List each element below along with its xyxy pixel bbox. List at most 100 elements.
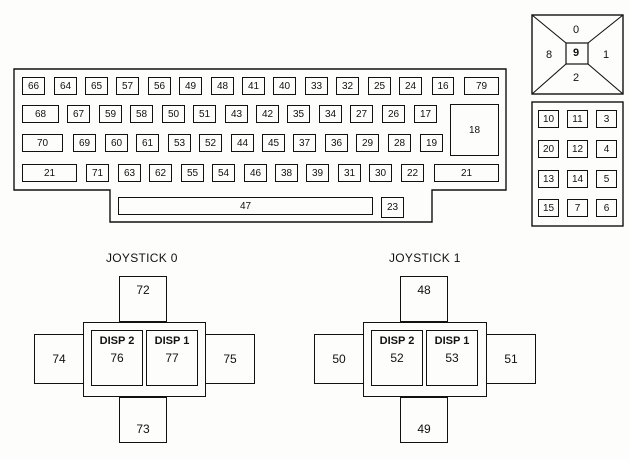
keypad-key-20: 20 xyxy=(538,140,559,158)
joystick-0-disp1-label: DISP 1 xyxy=(154,335,190,347)
joystick-0-disp1-value: 77 xyxy=(165,351,179,365)
key-36: 36 xyxy=(325,134,348,152)
key-64: 64 xyxy=(54,77,77,95)
keypad-key-15: 15 xyxy=(538,199,559,217)
direction-pad-outline xyxy=(531,14,624,95)
direction-pad-right: 1 xyxy=(603,49,610,61)
key-43: 43 xyxy=(225,105,248,123)
direction-pad-center: 9 xyxy=(573,47,580,59)
key-52: 52 xyxy=(199,134,222,152)
key-53: 53 xyxy=(168,134,191,152)
key-62: 62 xyxy=(149,164,172,182)
key-28: 28 xyxy=(388,134,411,152)
keypad-key-10: 10 xyxy=(538,110,559,128)
keypad-key-5: 5 xyxy=(596,170,617,188)
key-22: 22 xyxy=(401,164,424,182)
key-59: 59 xyxy=(99,105,122,123)
joystick-1-down: 49 xyxy=(400,397,448,443)
key-42: 42 xyxy=(256,105,279,123)
key-17: 17 xyxy=(414,105,437,123)
key-39: 39 xyxy=(306,164,329,182)
key-57: 57 xyxy=(116,77,139,95)
key-48: 48 xyxy=(211,77,234,95)
direction-pad-bottom: 2 xyxy=(573,72,580,84)
key-49: 49 xyxy=(179,77,202,95)
key-25: 25 xyxy=(368,77,391,95)
key-19: 19 xyxy=(420,134,443,152)
keypad-key-4: 4 xyxy=(596,140,617,158)
joystick-0-disp2: DISP 2 76 xyxy=(91,330,143,386)
key-56: 56 xyxy=(148,77,171,95)
keypad-key-7: 7 xyxy=(567,199,588,217)
key-51: 51 xyxy=(193,105,216,123)
key-32: 32 xyxy=(336,77,359,95)
key-21-left-shift: 21 xyxy=(22,164,77,182)
key-47-space: 47 xyxy=(118,197,373,215)
joystick-0-disp2-value: 76 xyxy=(110,351,124,365)
key-41: 41 xyxy=(242,77,265,95)
joystick-0-up: 72 xyxy=(119,276,167,322)
key-60: 60 xyxy=(105,134,128,152)
joystick-1-disp1-label: DISP 1 xyxy=(434,335,470,347)
key-79: 79 xyxy=(464,77,499,95)
key-61: 61 xyxy=(136,134,159,152)
key-38: 38 xyxy=(275,164,298,182)
key-35: 35 xyxy=(287,105,310,123)
direction-pad-left: 8 xyxy=(546,49,553,61)
key-37: 37 xyxy=(293,134,316,152)
keypad-key-11: 11 xyxy=(567,110,588,128)
key-34: 34 xyxy=(319,105,342,123)
keypad-key-6: 6 xyxy=(596,199,617,217)
key-29: 29 xyxy=(356,134,379,152)
keypad-key-12: 12 xyxy=(567,140,588,158)
joystick-0-down: 73 xyxy=(119,397,167,443)
keypad-key-13: 13 xyxy=(538,170,559,188)
joystick-0-left: 74 xyxy=(34,334,84,384)
joystick-0-title: JOYSTICK 0 xyxy=(106,251,178,265)
key-31: 31 xyxy=(338,164,361,182)
key-24: 24 xyxy=(399,77,422,95)
joystick-1-disp2: DISP 2 52 xyxy=(371,330,423,386)
joystick-1-disp1-value: 53 xyxy=(445,351,459,365)
key-67: 67 xyxy=(67,105,90,123)
joystick-1-disp2-value: 52 xyxy=(390,351,404,365)
key-55: 55 xyxy=(181,164,204,182)
keypad-outline xyxy=(531,101,624,227)
key-70: 70 xyxy=(22,134,63,152)
key-63: 63 xyxy=(118,164,141,182)
key-58: 58 xyxy=(130,105,153,123)
key-21-right-shift: 21 xyxy=(434,164,499,182)
key-54: 54 xyxy=(212,164,235,182)
key-26: 26 xyxy=(382,105,405,123)
key-65: 65 xyxy=(85,77,108,95)
key-45: 45 xyxy=(262,134,285,152)
joystick-1-up: 48 xyxy=(400,276,448,322)
joystick-1-title: JOYSTICK 1 xyxy=(389,251,461,265)
joystick-0-disp1: DISP 1 77 xyxy=(146,330,198,386)
joystick-0-disp2-label: DISP 2 xyxy=(99,335,135,347)
key-68: 68 xyxy=(22,105,59,123)
key-71: 71 xyxy=(86,164,109,182)
key-50: 50 xyxy=(162,105,185,123)
key-23: 23 xyxy=(381,197,404,218)
key-27: 27 xyxy=(350,105,373,123)
key-18-enter: 18 xyxy=(450,104,499,156)
keypad-key-3: 3 xyxy=(596,110,617,128)
joystick-1-left: 50 xyxy=(314,334,364,384)
key-46: 46 xyxy=(244,164,267,182)
key-44: 44 xyxy=(231,134,254,152)
key-40: 40 xyxy=(273,77,296,95)
key-16: 16 xyxy=(432,77,454,95)
key-33: 33 xyxy=(305,77,328,95)
joystick-1-right: 51 xyxy=(486,334,536,384)
direction-pad-top: 0 xyxy=(573,24,580,36)
joystick-0-right: 75 xyxy=(205,334,255,384)
keyboard-outline xyxy=(13,68,507,223)
joystick-1-disp1: DISP 1 53 xyxy=(426,330,478,386)
keypad-key-14: 14 xyxy=(567,170,588,188)
key-30: 30 xyxy=(369,164,392,182)
joystick-1-disp2-label: DISP 2 xyxy=(379,335,415,347)
key-66: 66 xyxy=(22,77,45,95)
key-69: 69 xyxy=(73,134,96,152)
